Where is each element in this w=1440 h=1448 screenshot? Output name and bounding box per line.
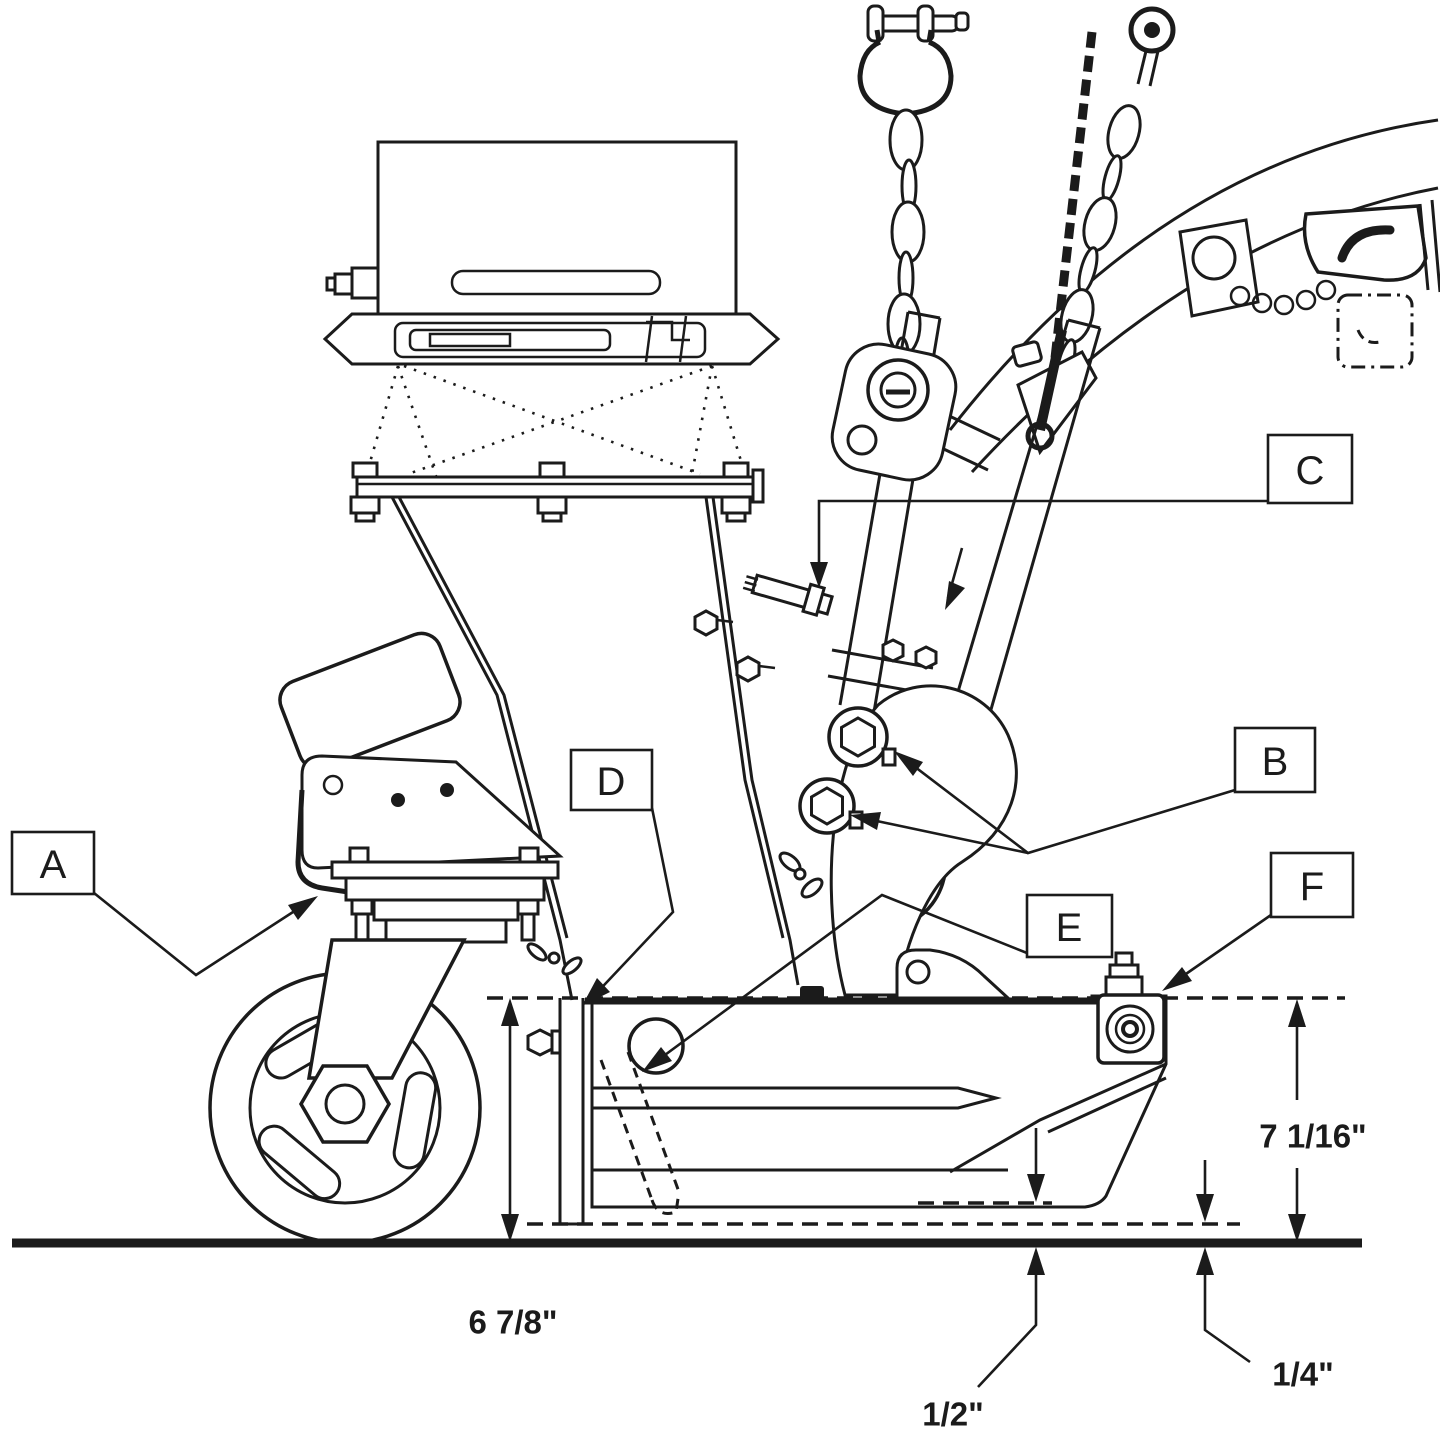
binder-chain: [1045, 31, 1097, 403]
slide-bar: [322, 312, 781, 366]
mount-bracket: [295, 789, 349, 895]
pivot-plate: [778, 684, 1018, 997]
callout-box-c: [1266, 433, 1354, 505]
hitch-plate-hole: [1191, 235, 1237, 281]
wing-nut: [526, 942, 583, 976]
callout-box-b: [1233, 726, 1317, 794]
deck-tab: [800, 986, 824, 1000]
coupler-handle: [1337, 225, 1395, 263]
callout-label-f: F: [1300, 865, 1324, 909]
callout-box-a: [10, 830, 96, 896]
wall-bolt: [526, 1028, 562, 1057]
left-assembly: [278, 631, 564, 944]
clamp-rod: [742, 573, 835, 617]
hopper-box: [376, 140, 738, 316]
arm-bolt: [881, 638, 938, 670]
coupler-body: [1302, 204, 1428, 282]
dim-label-6-7-8: 6 7/8": [468, 1304, 557, 1341]
callout-f: F: [1162, 851, 1355, 991]
mount-bar: [349, 461, 765, 523]
callout-box-d: [569, 748, 654, 812]
callout-box-e: [1025, 893, 1114, 959]
callout-a: A: [10, 830, 318, 977]
hitch-coupler: [1178, 199, 1440, 369]
left-chain: [886, 108, 926, 388]
callout-label-d: D: [597, 760, 626, 804]
mount-bolt: [536, 461, 568, 523]
side-plate: [300, 754, 564, 870]
dimension-side-skid-gap: 1/4": [1196, 1160, 1334, 1393]
hopper-slot: [450, 269, 662, 296]
callout-d: D: [569, 748, 675, 1006]
hidden-ball-outline: [1336, 293, 1414, 369]
guard-plate: [278, 631, 462, 771]
chute-bolt: [693, 609, 734, 637]
caster-fork: [306, 938, 467, 1080]
blade-bar: [590, 1086, 1002, 1110]
callout-e: E: [642, 893, 1114, 1072]
dimensions: 6 7/8" 7 1/16" 1/2" 1/4": [468, 998, 1367, 1433]
hopper-side-knob: [325, 266, 380, 300]
shackle: [857, 4, 970, 117]
callout-label-a: A: [40, 843, 67, 887]
deck-lug: [895, 948, 1012, 1000]
callouts: A B C D E: [10, 433, 1355, 1072]
dimension-deck-right-height: 7 1/16": [1259, 999, 1367, 1242]
hopper: [322, 140, 781, 523]
callout-label-b: B: [1262, 740, 1289, 784]
hidden-tube-dashed: [599, 1051, 681, 1215]
callout-label-c: C: [1296, 449, 1325, 493]
dimension-rear-skid-gap: 1/2": [922, 1128, 1045, 1433]
callout-box-f: [1269, 851, 1355, 919]
callout-c: C: [810, 433, 1354, 610]
dimension-deck-left-height: 6 7/8": [468, 998, 558, 1341]
spread-pattern-dotted: [364, 364, 747, 477]
hub-nut: [298, 1064, 392, 1144]
dim-label-1-2: 1/2": [922, 1396, 984, 1433]
dim-label-1-4: 1/4": [1272, 1356, 1334, 1393]
deck-pivot-bolt: [1096, 951, 1166, 1065]
caster-wheel: [208, 938, 482, 1245]
caster-mount: [330, 846, 560, 944]
lower-hex-bolt: [798, 777, 864, 835]
deck: [526, 942, 1168, 1226]
callout-label-e: E: [1056, 906, 1083, 950]
wing-nut: [778, 851, 824, 899]
dim-label-7-1-16: 7 1/16": [1259, 1118, 1366, 1155]
datum-lines: [487, 996, 1345, 1226]
arm-top-lug: [830, 342, 958, 482]
mount-bolt: [349, 461, 381, 523]
right-chain: [1055, 6, 1176, 386]
upper-hex-bolt: [827, 706, 897, 768]
safety-chain: [1229, 279, 1337, 316]
chute-bolt: [735, 655, 776, 683]
mount-bolt: [720, 461, 752, 523]
callout-b: B: [850, 726, 1317, 855]
